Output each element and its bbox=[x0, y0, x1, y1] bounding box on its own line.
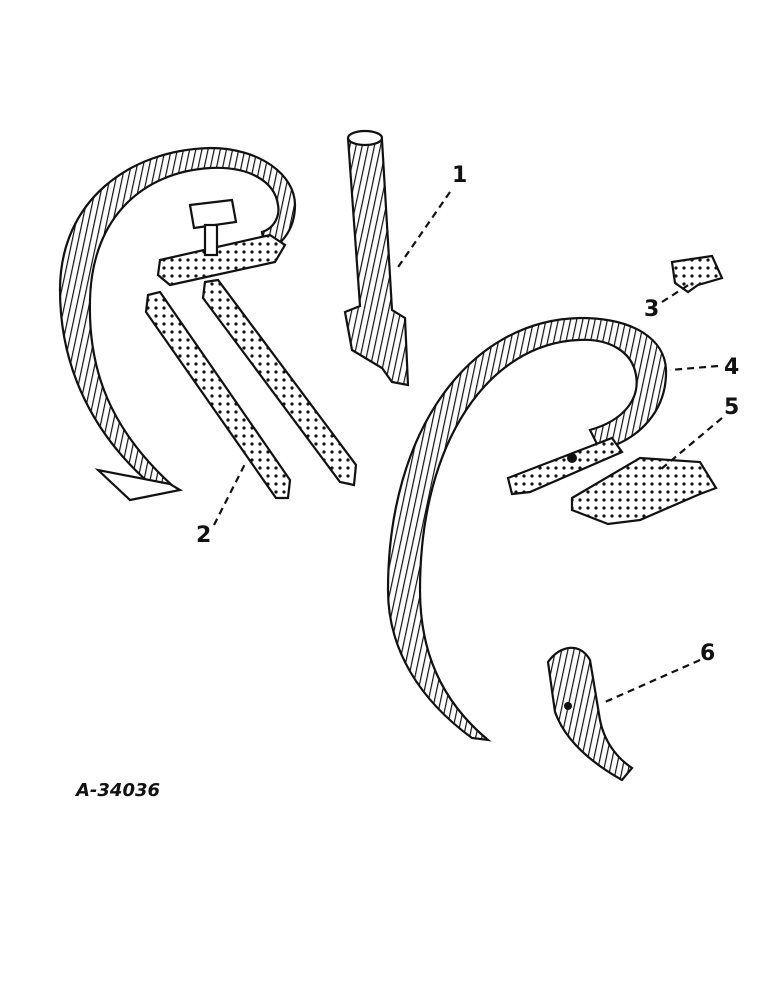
callout-6: 6 bbox=[700, 641, 715, 666]
leader-2 bbox=[213, 461, 247, 526]
leader-1 bbox=[395, 191, 451, 271]
spring-tooth bbox=[386, 316, 668, 742]
leader-3 bbox=[661, 283, 691, 303]
clamp bbox=[570, 456, 718, 526]
leader-5 bbox=[659, 417, 723, 471]
callout-5: 5 bbox=[724, 395, 739, 420]
callout-3: 3 bbox=[644, 297, 659, 322]
leader-4 bbox=[669, 364, 719, 372]
standard bbox=[343, 129, 410, 387]
left-clamp bbox=[156, 198, 287, 287]
figure-id: A-34036 bbox=[74, 780, 160, 801]
left-spring-tooth bbox=[58, 146, 297, 502]
leader-6 bbox=[604, 658, 701, 704]
callout-4: 4 bbox=[724, 355, 739, 380]
point bbox=[546, 646, 634, 782]
leader-lines bbox=[213, 191, 723, 704]
clamp-nut bbox=[670, 254, 724, 294]
callout-1: 1 bbox=[452, 163, 467, 188]
wear-strips bbox=[144, 278, 358, 500]
callout-2: 2 bbox=[196, 523, 211, 548]
